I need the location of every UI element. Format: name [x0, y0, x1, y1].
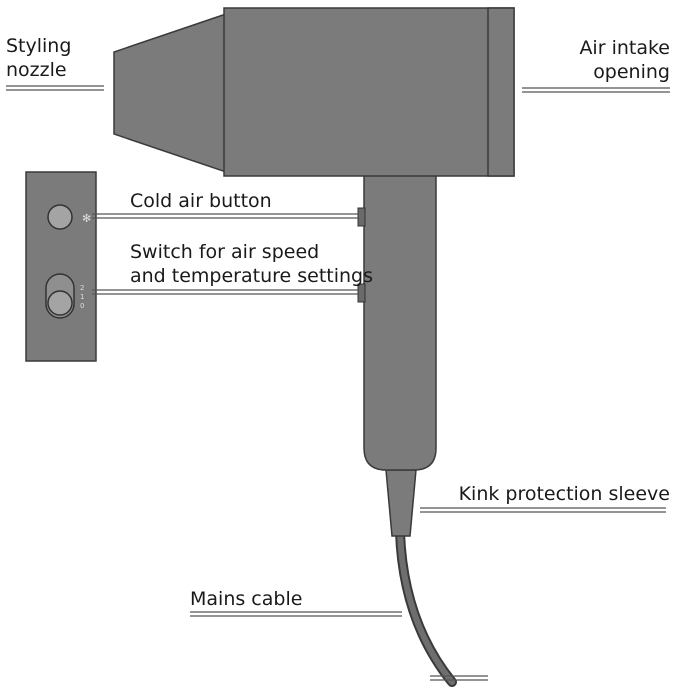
- label-switch-line1: Switch for air speed: [130, 241, 319, 263]
- label-air-intake-line1: Air intake: [579, 37, 670, 59]
- label-mains-cable: Mains cable: [190, 588, 302, 610]
- handle-cold-button: [357, 207, 366, 227]
- cold-air-button-icon: [47, 204, 73, 230]
- styling-nozzle: [113, 12, 227, 174]
- mains-cable-highlight: [397, 529, 455, 685]
- kink-protection-sleeve: [385, 469, 417, 537]
- switch-mark-1: 1: [80, 293, 84, 301]
- control-panel-inset: [25, 171, 97, 362]
- label-styling-nozzle-line2: nozzle: [6, 59, 67, 81]
- switch-mark-2: 2: [80, 284, 84, 292]
- label-kink-protection-sleeve: Kink protection sleeve: [459, 483, 670, 505]
- dryer-body: [223, 7, 515, 177]
- label-switch-line2: and temperature settings: [130, 265, 373, 287]
- switch-mark-0: 0: [80, 302, 84, 310]
- air-intake-opening: [487, 7, 515, 177]
- speed-switch-knob: [47, 290, 73, 316]
- snowflake-icon: ✻: [82, 212, 91, 225]
- dryer-handle: [363, 171, 437, 471]
- label-cold-air-button: Cold air button: [130, 190, 272, 212]
- handle-switch: [357, 283, 366, 303]
- label-air-intake-line2: opening: [593, 61, 670, 83]
- mains-cable: [395, 527, 457, 687]
- label-styling-nozzle-line1: Styling: [6, 35, 71, 57]
